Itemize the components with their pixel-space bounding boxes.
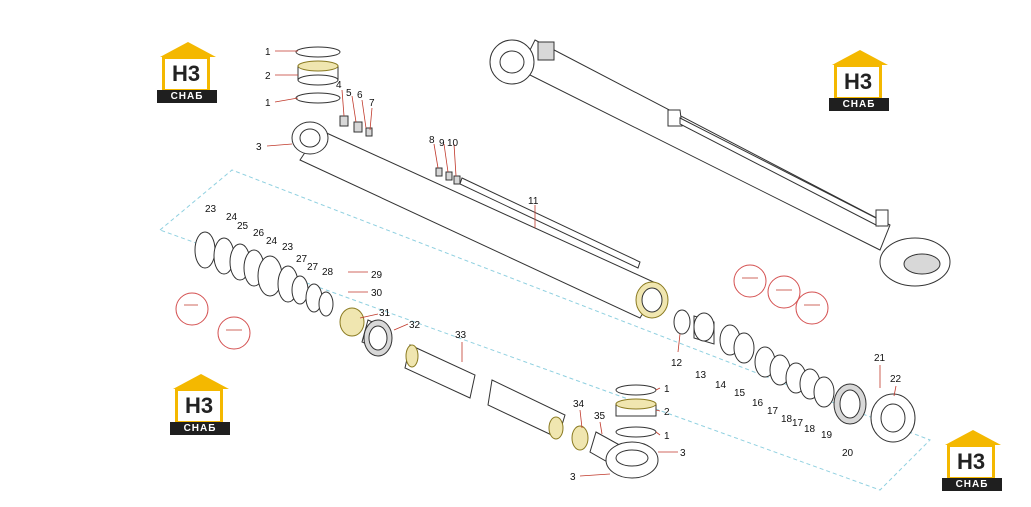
brand-logo-bottom-left: Н3 СНАБ xyxy=(170,374,250,436)
label-8: 8 xyxy=(429,135,435,146)
rod-eye xyxy=(571,384,659,479)
label-31: 31 xyxy=(379,308,391,319)
label-33: 33 xyxy=(455,330,467,341)
part-number-labels: 1 2 1 3 4 5 6 7 8 9 10 11 23 24 25 26 24… xyxy=(205,47,902,483)
brand-logo-top-left: Н3 СНАБ xyxy=(157,42,237,104)
label-11: 11 xyxy=(528,196,539,207)
label-10: 10 xyxy=(447,138,459,149)
logo-text: СНАБ xyxy=(829,98,889,111)
label-16: 16 xyxy=(752,398,764,409)
label-25: 25 xyxy=(237,221,249,232)
label-17a: 17 xyxy=(767,406,779,417)
label-18b: 18 xyxy=(804,424,816,435)
label-4: 4 xyxy=(336,80,342,91)
label-27a: 27 xyxy=(296,254,308,265)
logo-roof-icon xyxy=(160,42,216,57)
logo-mark: Н3 xyxy=(950,447,992,477)
label-21: 21 xyxy=(874,353,886,364)
label-32: 32 xyxy=(409,320,421,331)
label-5: 5 xyxy=(346,88,352,99)
label-1d: 1 xyxy=(664,431,670,442)
left-seal-group xyxy=(194,231,334,317)
label-2a: 2 xyxy=(265,71,271,82)
label-30: 30 xyxy=(371,288,383,299)
exploded-zone-outline xyxy=(159,169,931,491)
detail-callouts xyxy=(175,264,829,350)
label-29: 29 xyxy=(371,270,383,281)
label-35: 35 xyxy=(594,411,606,422)
label-3c: 3 xyxy=(570,472,576,483)
logo-mark: Н3 xyxy=(837,67,879,97)
label-1c: 1 xyxy=(664,384,670,395)
label-1b: 1 xyxy=(265,98,271,109)
label-3b: 3 xyxy=(680,448,686,459)
label-24a: 24 xyxy=(226,212,238,223)
logo-mark: Н3 xyxy=(178,391,220,421)
label-2b: 2 xyxy=(664,407,670,418)
label-18a: 18 xyxy=(781,414,793,425)
label-3a: 3 xyxy=(256,142,262,153)
logo-text: СНАБ xyxy=(157,90,217,103)
label-7: 7 xyxy=(369,98,375,109)
label-20: 20 xyxy=(842,448,854,459)
right-seal-group xyxy=(673,309,916,443)
label-12: 12 xyxy=(671,358,683,369)
label-26: 26 xyxy=(253,228,265,239)
logo-mark: Н3 xyxy=(165,59,207,89)
piston-rod xyxy=(404,344,566,440)
label-6: 6 xyxy=(357,90,363,101)
label-1a: 1 xyxy=(265,47,271,58)
logo-roof-icon xyxy=(945,430,1001,445)
label-23b: 23 xyxy=(282,242,294,253)
logo-text: СНАБ xyxy=(170,422,230,435)
label-27b: 27 xyxy=(307,262,319,273)
leader-lines xyxy=(266,50,897,477)
brand-logo-top-right: Н3 СНАБ xyxy=(829,50,909,112)
logo-text: СНАБ xyxy=(942,478,1002,491)
label-28: 28 xyxy=(322,267,334,278)
logo-roof-icon xyxy=(832,50,888,65)
top-bushing-set xyxy=(295,46,341,104)
label-24b: 24 xyxy=(266,236,278,247)
assembled-cylinder xyxy=(489,39,951,287)
piston-assembly xyxy=(339,307,393,357)
logo-roof-icon xyxy=(173,374,229,389)
label-22: 22 xyxy=(890,374,902,385)
label-17b: 17 xyxy=(792,418,804,429)
cylinder-barrel xyxy=(291,115,669,319)
label-15: 15 xyxy=(734,388,746,399)
label-9: 9 xyxy=(439,138,445,149)
brand-logo-bottom-right: Н3 СНАБ xyxy=(942,430,1022,492)
label-23a: 23 xyxy=(205,204,217,215)
label-34: 34 xyxy=(573,399,585,410)
label-13: 13 xyxy=(695,370,707,381)
label-19: 19 xyxy=(821,430,833,441)
label-14: 14 xyxy=(715,380,727,391)
